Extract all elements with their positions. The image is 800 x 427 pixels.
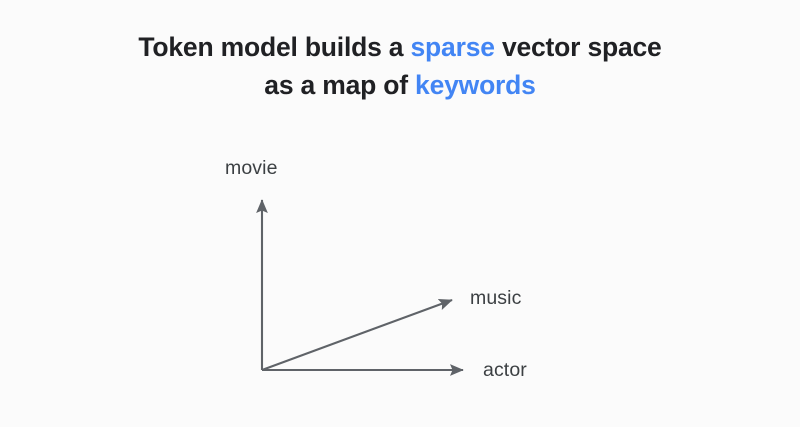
axis-line-music (261, 298, 453, 371)
title-line-2-text-before: as a map of (264, 70, 416, 100)
title-line-1-text-before: Token model builds a (138, 32, 411, 62)
title-keyword-keywords: keywords (415, 70, 536, 100)
axis-label-music: music (470, 287, 522, 309)
axis-label-movie: movie (225, 157, 278, 179)
page-title: Token model builds a sparse vector space… (0, 28, 800, 104)
title-keyword-sparse: sparse (410, 32, 495, 62)
title-line-1: Token model builds a sparse vector space (0, 28, 800, 66)
axis-label-actor: actor (483, 359, 527, 381)
title-line-1-text-after: vector space (494, 32, 662, 62)
title-line-2: as a map of keywords (0, 66, 800, 104)
